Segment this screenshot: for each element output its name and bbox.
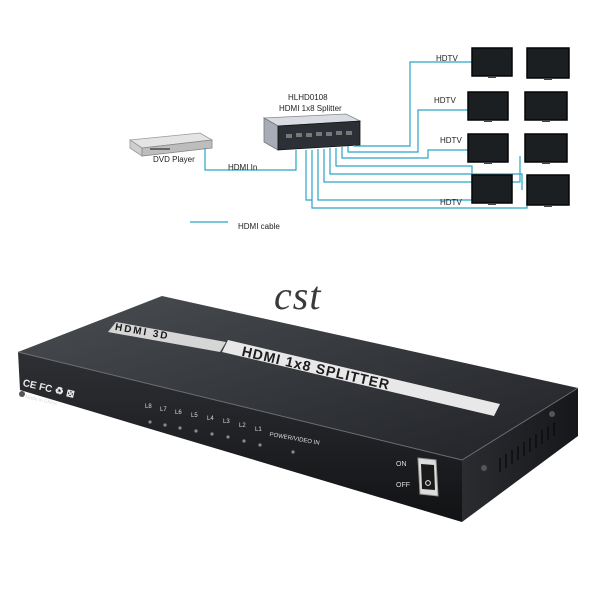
switch-on-label: ON xyxy=(396,461,407,468)
hdtv-icon xyxy=(524,133,568,164)
watermark: cst xyxy=(274,273,322,318)
output-label: HDTV xyxy=(440,198,462,207)
hdtv-icon xyxy=(471,174,513,205)
led-label: L1 xyxy=(255,427,262,433)
splitter-box-icon xyxy=(262,113,362,151)
hdtv-icon xyxy=(524,91,568,122)
hdtv-icon xyxy=(526,47,570,80)
hdtv-icon xyxy=(526,174,570,207)
switch-off-label: OFF xyxy=(396,482,410,489)
led-label: L7 xyxy=(160,407,167,413)
led-label: L6 xyxy=(175,410,182,416)
screw-icon xyxy=(549,411,555,417)
hdtv-icon xyxy=(467,91,509,122)
vent-slots xyxy=(499,422,555,472)
led-label: L5 xyxy=(191,413,198,419)
output-label: HDTV xyxy=(440,136,462,145)
output-label: HDTV xyxy=(434,96,456,105)
screw-icon xyxy=(481,465,487,471)
led-label: L8 xyxy=(145,404,152,410)
legend-label: HDMI cable xyxy=(238,222,280,231)
hdtv-icon xyxy=(467,133,509,164)
source-label: DVD Player xyxy=(153,155,195,164)
connection-diagram xyxy=(128,47,570,223)
splitter-description: HDMI 1x8 Splitter xyxy=(279,104,342,113)
screw-icon xyxy=(19,391,25,397)
led-label: L3 xyxy=(223,419,230,425)
hdtv-icon xyxy=(471,47,513,78)
input-label: HDMI In xyxy=(228,163,258,172)
splitter-model: HLHD0108 xyxy=(288,93,328,102)
led-label: L4 xyxy=(207,416,214,422)
led-label: L2 xyxy=(239,423,246,429)
output-label: HDTV xyxy=(436,54,458,63)
power-switch[interactable] xyxy=(417,457,439,497)
led-indicators xyxy=(148,420,295,454)
splitter-device xyxy=(17,296,579,522)
dvd-player-icon xyxy=(128,132,214,157)
